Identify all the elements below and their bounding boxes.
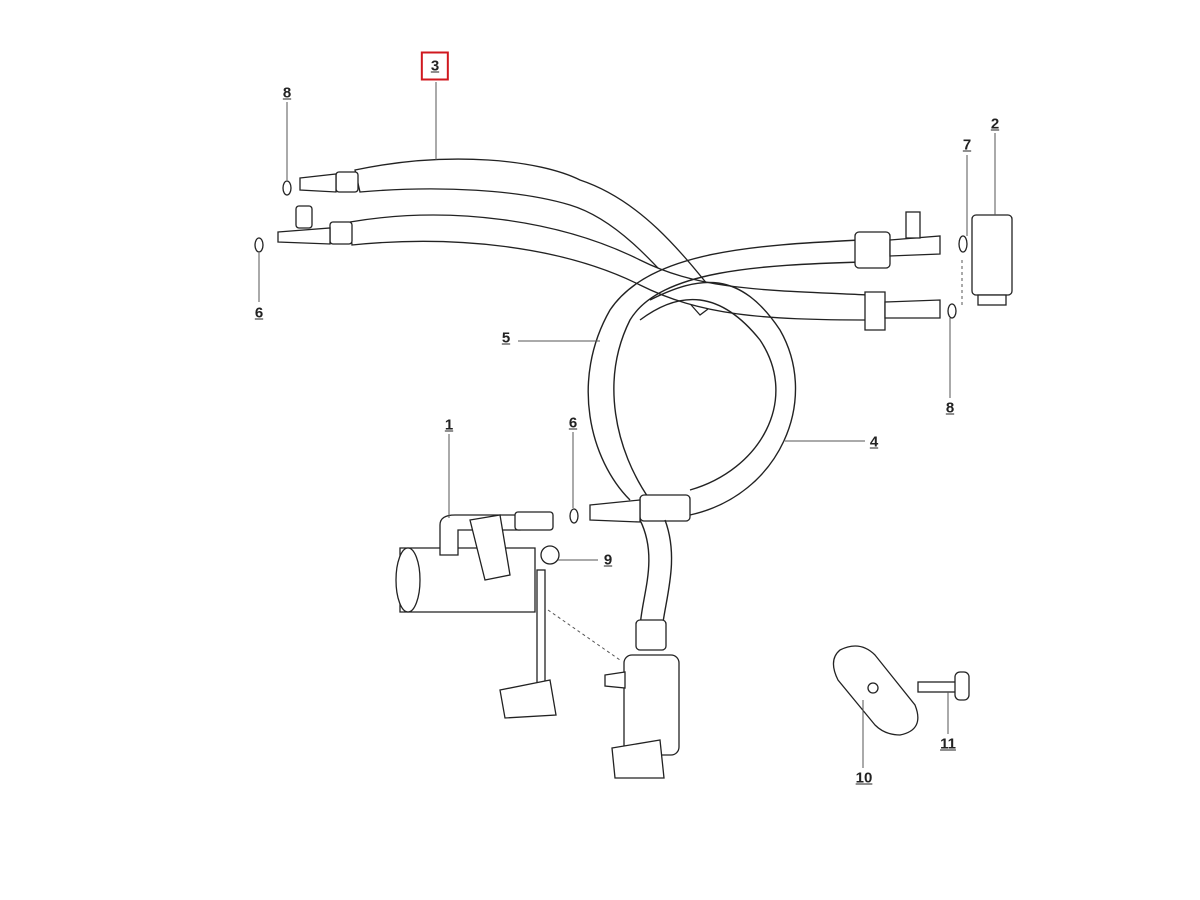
callout-4[interactable]: 4 [869, 433, 879, 451]
screw-11[interactable] [917, 671, 970, 701]
callout-6[interactable]: 6 [254, 304, 264, 322]
callout-9[interactable]: 9 [603, 551, 613, 569]
callout-10[interactable]: 10 [855, 769, 873, 787]
bracket-10[interactable] [832, 645, 919, 736]
receiver-drier[interactable] [395, 508, 621, 719]
callout-8[interactable]: 8 [282, 84, 292, 102]
callout-2[interactable]: 2 [990, 115, 1000, 133]
callout-6-lower[interactable]: 6 [568, 414, 578, 432]
filter-drier[interactable] [604, 619, 680, 779]
callout-11[interactable]: 11 [940, 735, 956, 753]
callout-5[interactable]: 5 [501, 329, 511, 347]
callout-1[interactable]: 1 [444, 416, 454, 434]
hose-3[interactable] [254, 158, 873, 321]
callout-7[interactable]: 7 [962, 136, 972, 154]
callout-3-selected[interactable]: 3 [420, 51, 450, 81]
callout-8-right[interactable]: 8 [945, 399, 955, 417]
fitting-2[interactable] [947, 214, 1013, 319]
